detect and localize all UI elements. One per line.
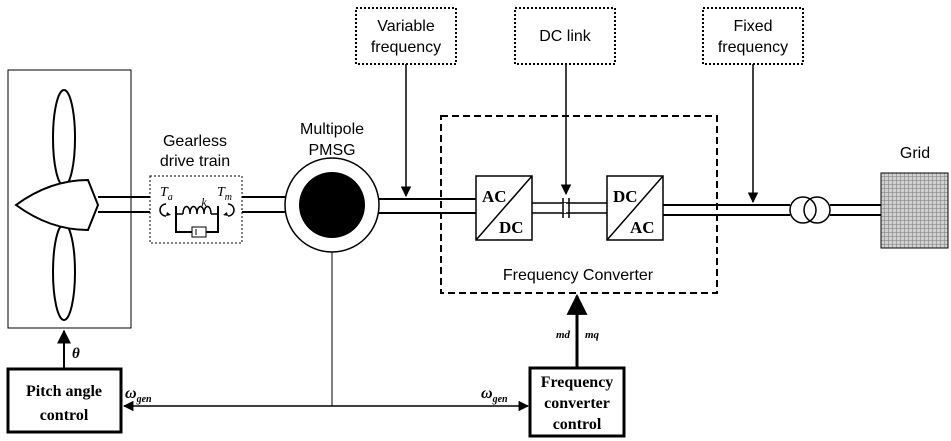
omega-label-left: ωgen (125, 385, 152, 405)
svg-text:Pitch angle: Pitch angle (26, 383, 102, 400)
blade-upper (52, 89, 76, 187)
mq-label: mq (585, 329, 600, 341)
svg-text:frequency: frequency (718, 39, 788, 56)
transformer-icon (789, 196, 831, 224)
frequency-converter-label: Frequency Converter (503, 267, 654, 284)
svg-text:Variable: Variable (377, 18, 435, 35)
turbine (7, 69, 132, 329)
dc-link-bus (532, 198, 607, 218)
cable-variable-frequency (379, 198, 476, 214)
pitch-angle-control-block: Pitch angle control (6, 367, 123, 434)
multipole-label-1: Multipole (300, 121, 364, 138)
drive-train-box: Ta Tm k (149, 175, 243, 244)
cable-grid (830, 204, 881, 216)
right-torque-arrow-icon (227, 203, 235, 217)
gearless-label-1: Gearless (163, 133, 227, 150)
ac-dc-rectifier: AC DC (475, 175, 533, 241)
svg-text:DC: DC (613, 187, 638, 206)
svg-text:DC link: DC link (539, 28, 592, 45)
frequency-converter-control-block: Frequency converter control (528, 366, 626, 438)
theta-label: θ (72, 346, 80, 362)
shaft-turbine (98, 196, 150, 213)
svg-text:converter: converter (544, 395, 610, 412)
fixed-frequency-box: Fixed frequency (702, 7, 804, 65)
svg-text:control: control (40, 407, 89, 424)
gearless-label-2: drive train (160, 153, 230, 170)
grid-block (880, 172, 949, 249)
grid-label: Grid (900, 145, 930, 162)
k-label: k (201, 195, 207, 209)
generator (284, 157, 380, 253)
damper-icon (191, 226, 207, 238)
svg-text:Frequency: Frequency (541, 374, 614, 391)
shaft-generator (242, 196, 288, 213)
variable-frequency-box: Variable frequency (355, 7, 457, 65)
svg-text:AC: AC (482, 187, 507, 206)
svg-text:AC: AC (630, 218, 655, 237)
dc-ac-inverter: DC AC (606, 175, 664, 241)
md-label: md (556, 329, 571, 341)
tm-label: Tm (217, 185, 232, 203)
generator-rotor (299, 172, 365, 238)
svg-text:frequency: frequency (371, 39, 441, 56)
ta-label: Ta (160, 185, 173, 203)
turbine-frame (7, 69, 132, 329)
left-torque-arrow-icon (159, 203, 167, 217)
svg-text:control: control (553, 416, 602, 433)
multipole-label-2: PMSG (308, 142, 355, 159)
spring-icon (182, 205, 212, 215)
turbine-hub (14, 178, 100, 232)
omega-label-right: ωgen (481, 385, 508, 405)
cable-fixed-frequency (663, 204, 790, 216)
svg-text:Fixed: Fixed (733, 18, 772, 35)
svg-text:DC: DC (499, 218, 524, 237)
blade-lower (52, 223, 76, 321)
dc-link-box: DC link (514, 7, 616, 65)
